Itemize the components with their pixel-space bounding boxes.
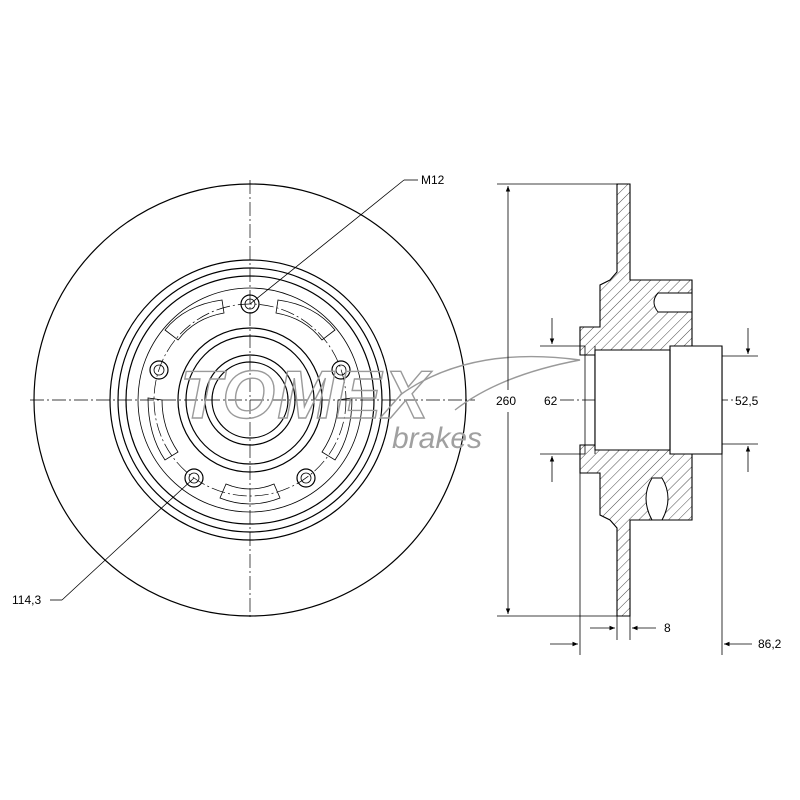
bore-diameter-label: 62	[544, 394, 558, 408]
front-view: M12 114,3	[12, 173, 475, 620]
section-bolt-bottom	[645, 477, 669, 521]
watermark-swoosh	[399, 355, 581, 411]
hat-ring-3	[125, 275, 375, 525]
watermark-sub: brakes	[392, 422, 482, 455]
bolt-thread-label: M12	[421, 173, 445, 187]
section-bolt-top	[653, 292, 693, 313]
section-view: 260 62 52,5 8 86,2	[496, 183, 782, 655]
bolt-hole	[331, 360, 351, 380]
hub-bearing-ring	[185, 335, 315, 465]
hub-center-bore-outer	[204, 354, 296, 446]
bolt-holes	[149, 294, 351, 488]
disc-diameter-label: 260	[496, 394, 516, 408]
center-bore-label: 52,5	[735, 394, 759, 408]
hub-pockets	[147, 299, 353, 505]
bolt-hole	[149, 360, 169, 380]
hub-center-bore	[211, 361, 289, 439]
watermark: TOMEX brakes	[179, 355, 581, 455]
hat-ring-2	[117, 267, 383, 533]
disc-outer-edge	[33, 183, 467, 617]
bolt-hole	[184, 468, 204, 488]
hat-outer-ring	[109, 259, 391, 541]
bolt-circle-label: 114,3	[12, 593, 41, 607]
hub-bearing-outer	[177, 327, 323, 473]
hub-flange-edge	[137, 287, 363, 513]
bolt-hole	[296, 468, 316, 488]
m12-leader	[249, 179, 405, 305]
total-height-label: 86,2	[758, 637, 782, 651]
disc-thickness-label: 8	[664, 621, 671, 635]
pcd-leader	[61, 477, 195, 601]
watermark-logo: TOMEX	[180, 357, 432, 433]
section-bore	[594, 345, 723, 455]
bolt-hole	[240, 294, 260, 314]
